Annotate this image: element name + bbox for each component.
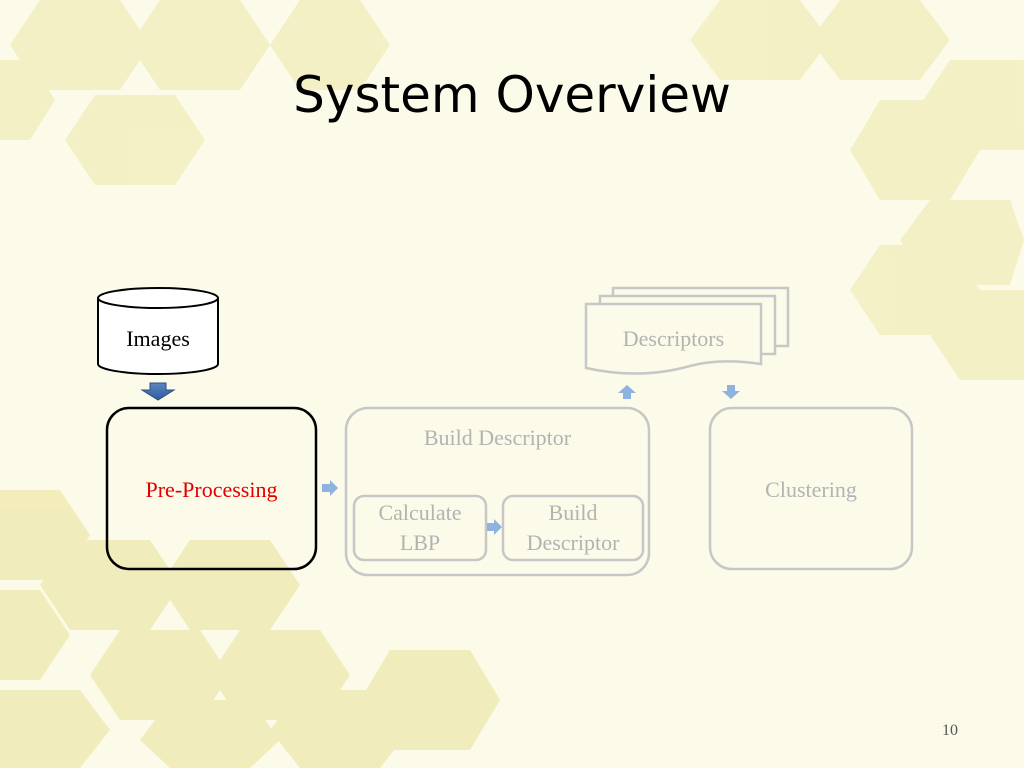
calculate-lbp-label: Calculate LBP [354,498,486,558]
arrow-down-icon [722,385,740,399]
build-descriptor-step-label: Build Descriptor [503,498,643,558]
descriptors-label: Descriptors [622,326,725,351]
slide-title: System Overview [293,66,731,124]
page-number: 10 [942,722,958,739]
pre-processing-label: Pre-Processing [145,477,278,502]
arrow-right-icon [322,480,338,496]
arrow-down-icon [140,382,176,401]
pre-processing-box [105,406,318,571]
calculate-lbp-label-line2: LBP [399,530,441,555]
calculate-lbp-box [352,494,488,562]
build-descriptor-group-box [344,406,651,577]
calculate-lbp-label-line1: Calculate [378,500,462,525]
images-database [97,287,219,375]
clustering-box [708,406,914,571]
build-descriptor-group-label: Build Descriptor [423,425,572,450]
arrow-right-icon [487,519,502,535]
images-label: Images [126,326,190,351]
clustering-label: Clustering [765,477,857,502]
build-descriptor-step-label-line1: Build [548,500,598,525]
descriptors-documents [584,286,790,375]
build-descriptor-step-box [501,494,645,562]
arrow-up-icon [618,385,636,399]
build-descriptor-step-label-line2: Descriptor [526,530,620,555]
